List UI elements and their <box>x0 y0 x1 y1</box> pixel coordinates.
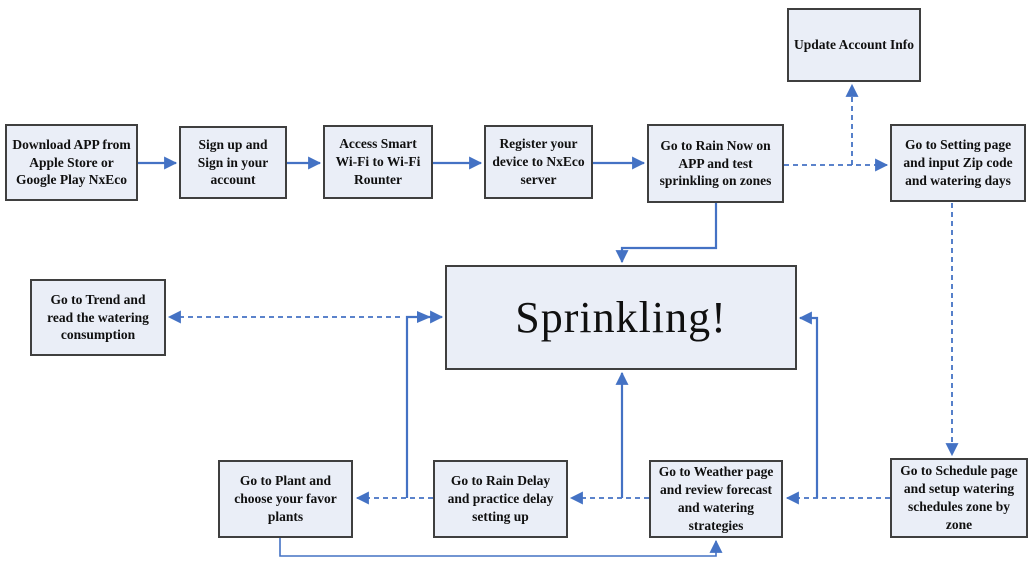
node-register-device-label: Register your device to NxEco server <box>492 136 585 187</box>
arrowhead-inner-sprinkling-left <box>417 311 431 323</box>
node-update-account-info: Update Account Info <box>787 8 921 82</box>
node-rain-now-label: Go to Rain Now on APP and test sprinklin… <box>659 137 772 189</box>
node-download-app-label: Download APP from Apple Store or Google … <box>12 136 131 188</box>
node-sign-up: Sign up and Sign in your account <box>179 126 287 199</box>
node-register-device: Register your device to NxEco server <box>484 125 593 199</box>
node-rain-now: Go to Rain Now on APP and test sprinklin… <box>647 124 784 203</box>
node-plant: Go to Plant and choose your favor plants <box>218 460 353 538</box>
node-schedule-label: Go to Schedule page and setup watering s… <box>900 463 1018 532</box>
node-sprinkling: Sprinkling! <box>445 265 797 370</box>
node-weather: Go to Weather page and review forecast a… <box>649 460 783 538</box>
node-access-wifi: Access Smart Wi-Fi to Wi-Fi Rounter <box>323 125 433 199</box>
node-download-app: Download APP from Apple Store or Google … <box>5 124 138 201</box>
arrow-schedulerow-to-sprinkling <box>798 311 819 498</box>
node-access-wifi-label: Access Smart Wi-Fi to Wi-Fi Rounter <box>335 136 421 187</box>
node-rain-delay-label: Go to Rain Delay and practice delay sett… <box>447 473 554 524</box>
node-schedule: Go to Schedule page and setup watering s… <box>890 458 1028 538</box>
arrow-plant-to-weather-loop <box>279 538 723 557</box>
node-setting-page: Go to Setting page and input Zip code an… <box>890 124 1026 202</box>
node-trend-label: Go to Trend and read the watering consum… <box>47 291 149 343</box>
node-plant-label: Go to Plant and choose your favor plants <box>234 473 337 524</box>
node-sign-up-label: Sign up and Sign in your account <box>197 136 269 188</box>
node-sprinkling-label: Sprinkling! <box>515 292 727 342</box>
node-setting-page-label: Go to Setting page and input Zip code an… <box>903 137 1013 188</box>
node-update-account-info-label: Update Account Info <box>793 37 914 53</box>
arrow-rainnow-to-sprinkling <box>615 203 718 264</box>
node-weather-label: Go to Weather page and review forecast a… <box>658 464 774 533</box>
node-rain-delay: Go to Rain Delay and practice delay sett… <box>433 460 568 538</box>
node-trend: Go to Trend and read the watering consum… <box>30 279 166 356</box>
